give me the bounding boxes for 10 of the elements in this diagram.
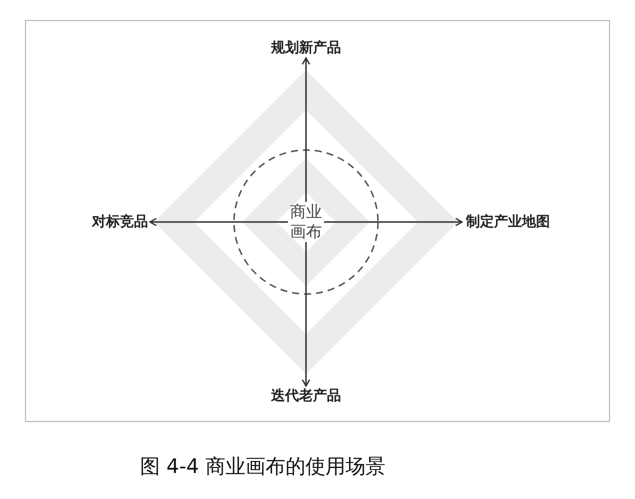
arrow (302, 242, 310, 387)
scenario-label: 对标竞品 (90, 212, 150, 232)
figure-caption: 图 4-4 商业画布的使用场景 (140, 453, 386, 480)
center-label: 商业画布 (288, 202, 324, 242)
scenario-label: 迭代老产品 (256, 386, 356, 406)
scenario-label: 制定产业地图 (462, 212, 554, 232)
scenario-label: 规划新产品 (256, 38, 356, 58)
arrow (149, 218, 288, 226)
arrow (302, 57, 310, 202)
arrow (324, 218, 463, 226)
